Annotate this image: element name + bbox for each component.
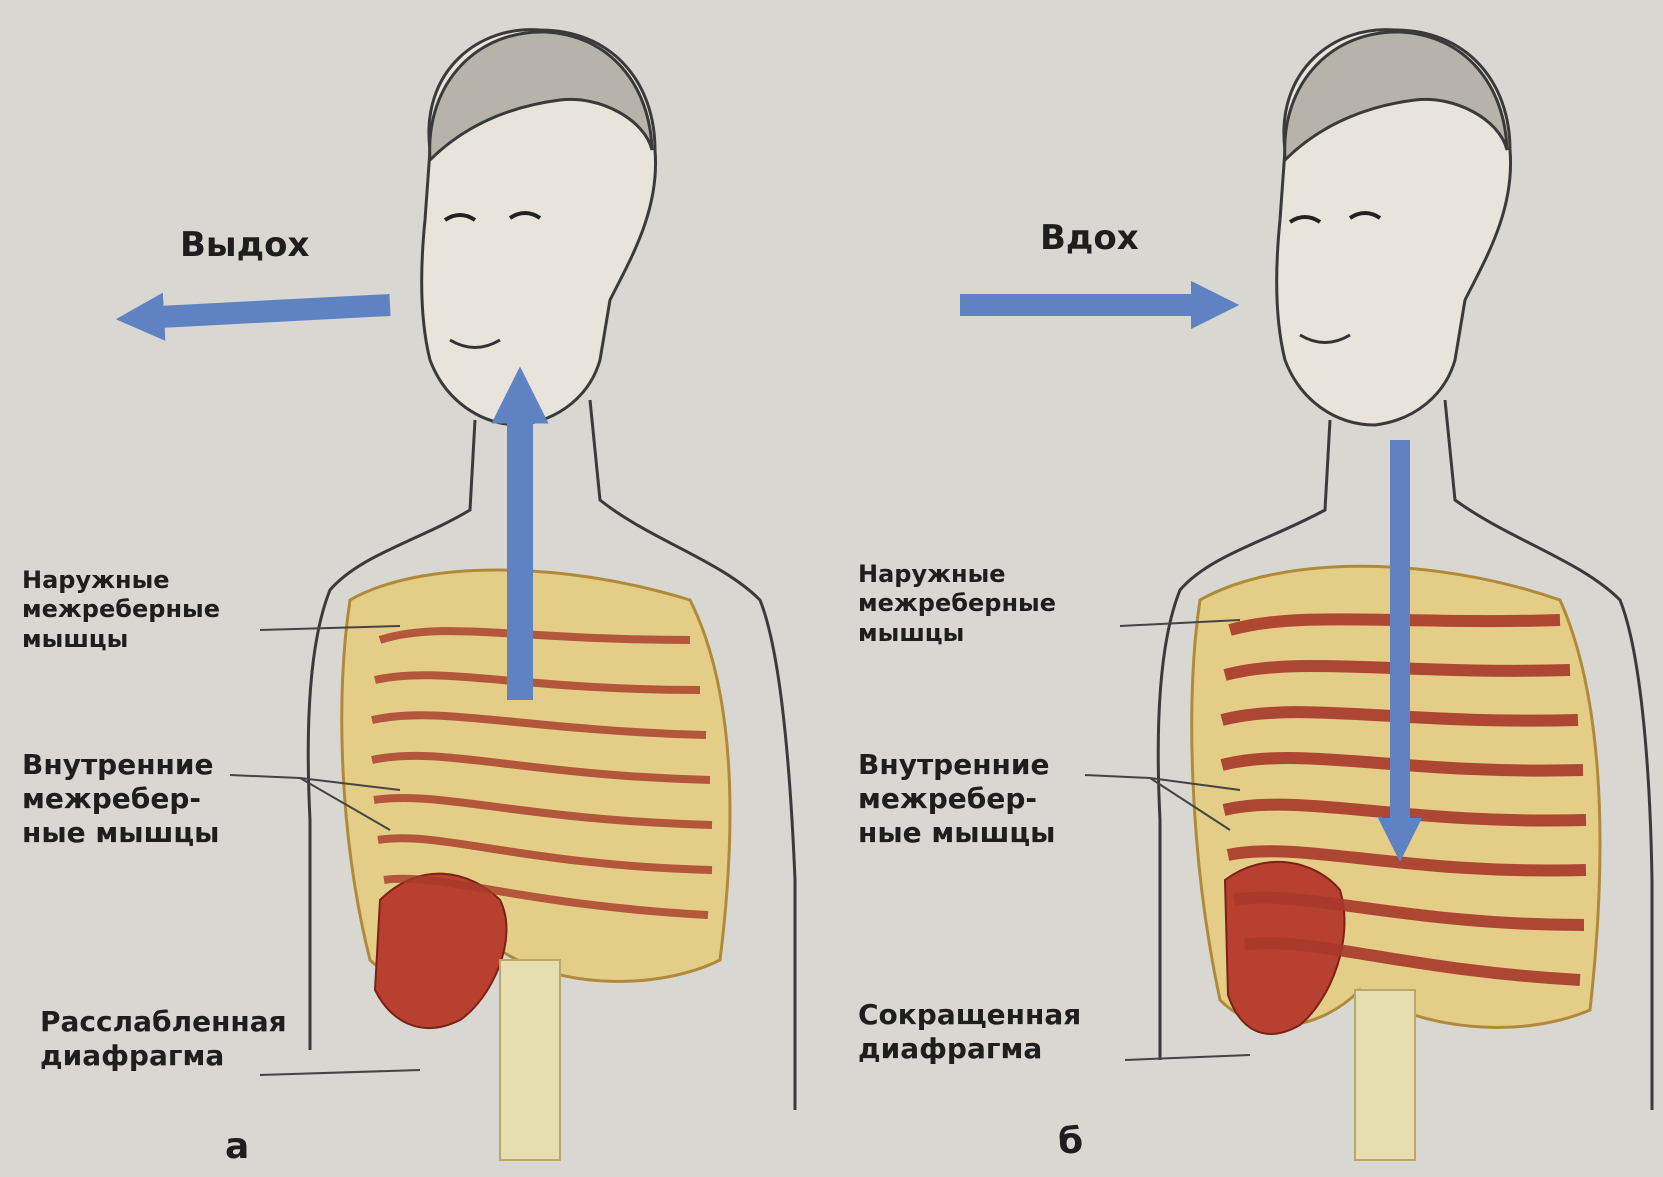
panel-a-external-muscles-label: Наружные межреберные мышцы <box>22 566 220 654</box>
panel-a-diaphragm <box>375 874 506 1028</box>
panel-a-figure <box>140 30 795 1160</box>
panel-b-internal-muscles-label: Внутренние межребер- ные мышцы <box>858 748 1055 850</box>
panel-b-spine <box>1355 990 1415 1160</box>
panel-b-letter: б <box>1058 1120 1083 1164</box>
panel-a-spine <box>500 960 560 1160</box>
panel-a-diaphragm-label: Расслабленная диафрагма <box>40 1005 287 1073</box>
panel-a-internal-muscles-label: Внутренние межребер- ные мышцы <box>22 748 219 850</box>
panel-a-letter: а <box>225 1125 249 1169</box>
panel-a-exhale-arrow <box>140 305 390 318</box>
panel-b-inhale-label: Вдох <box>1040 218 1139 259</box>
panel-b-external-muscles-label: Наружные межреберные мышцы <box>858 560 1056 648</box>
panel-b-figure <box>960 30 1652 1160</box>
panel-b-diaphragm-label: Сокращенная диафрагма <box>858 998 1081 1066</box>
panel-a-exhale-label: Выдох <box>180 225 309 266</box>
